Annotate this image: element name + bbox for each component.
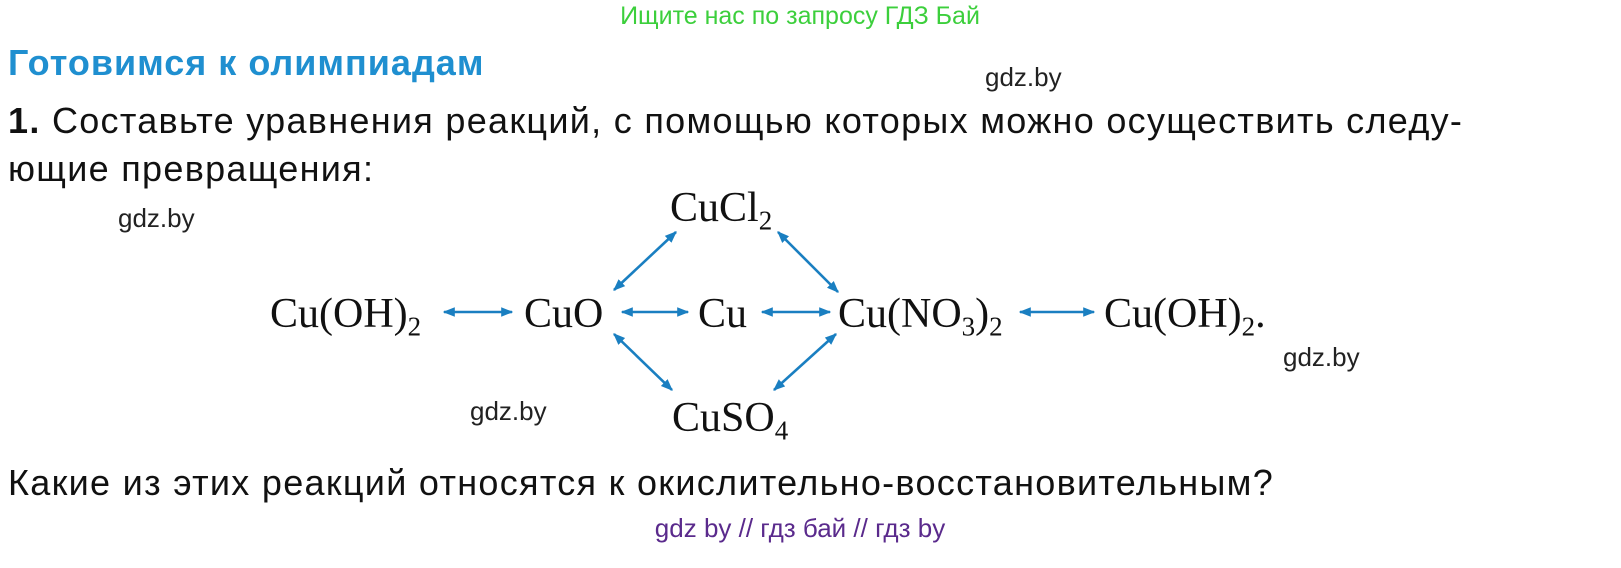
task-text-line1: 1. Составьте уравнения реакций, с помощь… [8, 100, 1463, 142]
formula-copper-nitrate: Cu(NO3)2 [838, 291, 1003, 342]
watermark: gdz.by [985, 62, 1062, 92]
formula-copper-hydroxide-left: Cu(OH)2 [270, 291, 422, 342]
formula-cuso4: CuSO4 [672, 395, 789, 446]
task-text-line2: ющие превращения: [8, 148, 375, 189]
task-question: Какие из этих реакций относятся к окисли… [8, 462, 1275, 503]
task-statement: Составьте уравнения реакций, с помощью к… [51, 100, 1464, 141]
formula-cuo: CuO [524, 291, 604, 337]
formula-cu: Cu [698, 291, 748, 337]
task-number: 1. [8, 100, 41, 141]
footer-links: gdz by // гдз бай // гдз by [654, 513, 946, 543]
arrow-cuo-cuso4 [613, 333, 673, 391]
formula-cucl2: CuCl2 [670, 185, 773, 236]
formula-copper-hydroxide-right: Cu(OH)2. [1104, 291, 1266, 342]
section-heading: Готовимся к олимпиадам [8, 42, 485, 83]
arrow-cuso4-cuno3 [773, 333, 837, 391]
arrow-cucl2-cuno3 [777, 231, 839, 293]
watermark: gdz.by [470, 396, 547, 426]
watermark: gdz.by [1283, 342, 1360, 372]
arrow-cuo-cucl2 [613, 231, 677, 291]
watermark: gdz.by [118, 203, 195, 233]
site-banner: Ищите нас по запросу ГДЗ Бай [620, 2, 980, 30]
